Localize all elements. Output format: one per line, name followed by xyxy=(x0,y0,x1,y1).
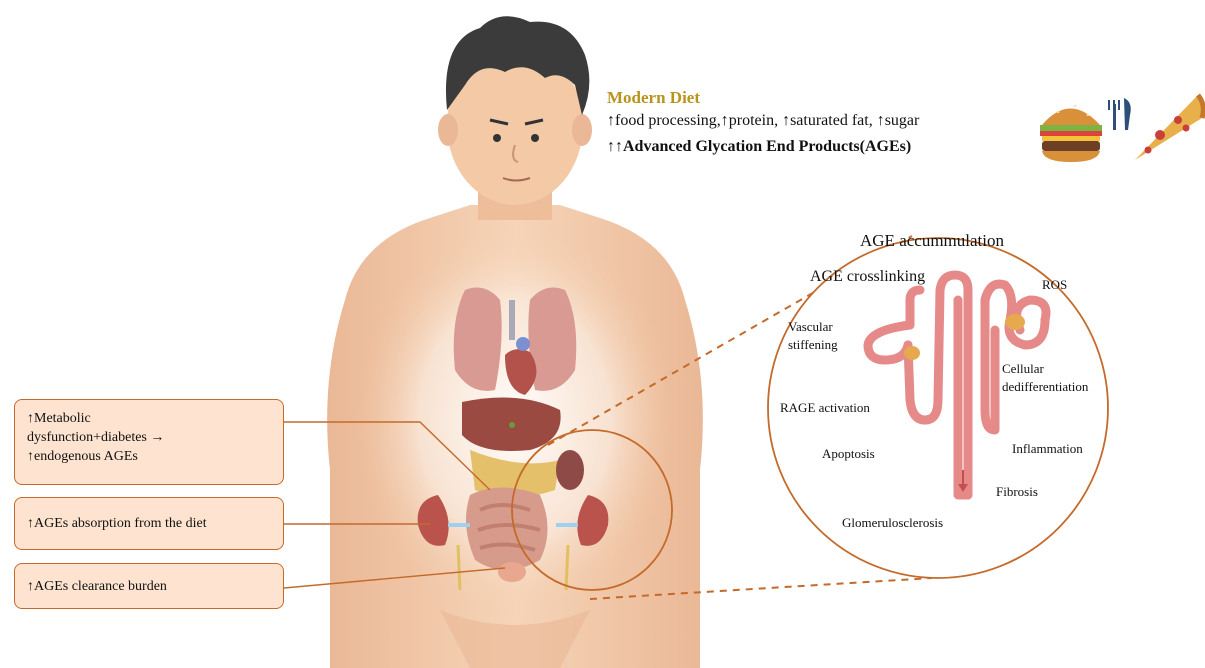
metabolic-line-1: ↑Metabolic xyxy=(27,409,271,428)
metabolic-line-2: dysfunction+diabetes → xyxy=(27,428,271,447)
pizza-icon xyxy=(1135,95,1203,160)
metabolic-callout: ↑Metabolic dysfunction+diabetes → ↑endog… xyxy=(14,399,284,485)
diet-ages-line: ↑↑Advanced Glycation End Products(AGEs) xyxy=(607,138,911,156)
label-vascular-line-2: stiffening xyxy=(788,336,838,354)
spleen xyxy=(556,450,584,490)
label-cellular-line-2: dedifferentiation xyxy=(1002,378,1088,396)
label-vascular-line-1: Vascular xyxy=(788,318,838,336)
label-ros: ROS xyxy=(1042,276,1067,294)
label-cellular-line-1: Cellular xyxy=(1002,360,1088,378)
absorption-text: ↑AGEs absorption from the diet xyxy=(27,514,207,533)
kidney-title: AGE accummulation xyxy=(860,232,1004,250)
left-lung xyxy=(454,288,502,391)
label-apoptosis: Apoptosis xyxy=(822,445,875,463)
absorption-callout: ↑AGEs absorption from the diet xyxy=(14,497,284,550)
diet-factors-line: ↑food processing,↑protein, ↑saturated fa… xyxy=(607,112,919,130)
clearance-callout: ↑AGEs clearance burden xyxy=(14,563,284,609)
label-glomerulosclerosis: Glomerulosclerosis xyxy=(842,514,943,532)
label-age-crosslinking: AGE crosslinking xyxy=(810,268,925,286)
label-cellular-dedifferentiation: Cellular dedifferentiation xyxy=(1002,360,1088,396)
label-vascular-stiffening: Vascular stiffening xyxy=(788,318,838,354)
clearance-text: ↑AGEs clearance burden xyxy=(27,577,167,596)
label-rage-activation: RAGE activation xyxy=(780,399,870,417)
label-inflammation: Inflammation xyxy=(1012,440,1083,458)
metabolic-line-3: ↑endogenous AGEs xyxy=(27,447,271,466)
label-fibrosis: Fibrosis xyxy=(996,483,1038,501)
burger-icon xyxy=(1040,105,1102,162)
diet-title: Modern Diet xyxy=(607,88,700,108)
utensils-icon xyxy=(1108,98,1131,130)
bladder xyxy=(498,562,526,582)
